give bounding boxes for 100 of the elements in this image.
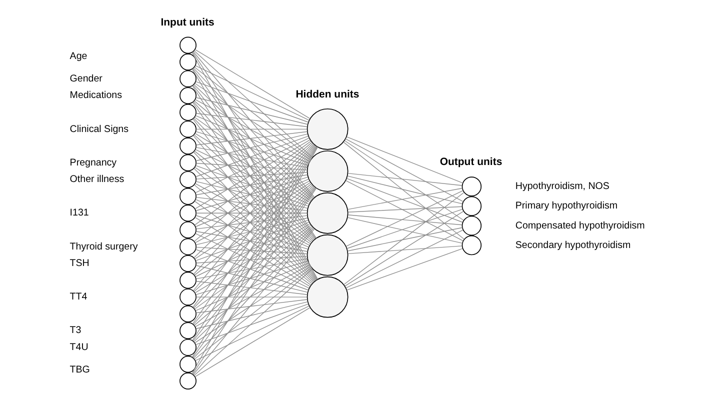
connector	[346, 248, 462, 291]
label: Clinical Signs	[69, 124, 128, 135]
connector	[194, 81, 308, 123]
node-circle	[461, 196, 482, 216]
node-circle	[179, 338, 196, 356]
connector	[194, 233, 310, 289]
connector	[193, 226, 312, 326]
connector	[194, 199, 309, 248]
node-circle	[179, 356, 196, 373]
connector	[344, 140, 464, 221]
node-label: Compensated hypothyroidism	[514, 220, 644, 232]
connector	[194, 267, 312, 360]
connector	[195, 172, 308, 180]
node-circle	[179, 54, 196, 70]
label: TSH	[69, 258, 89, 270]
node-circle	[461, 235, 482, 256]
connector	[194, 264, 310, 328]
connector	[347, 172, 462, 186]
connector	[346, 188, 462, 210]
connector	[346, 178, 462, 223]
connector	[195, 231, 308, 252]
connector	[194, 149, 310, 205]
node-circle	[179, 120, 196, 138]
node-label: Hypothyroidism, NOS	[514, 181, 609, 192]
label: I131	[69, 208, 88, 219]
connector	[346, 208, 462, 249]
connector	[344, 210, 464, 286]
node-circle	[179, 372, 196, 390]
connector	[195, 215, 308, 230]
connector	[195, 147, 308, 168]
connector	[195, 131, 308, 146]
label: Medications	[69, 90, 122, 102]
node-circle	[179, 204, 196, 222]
label: Other illness	[69, 174, 124, 186]
connector	[195, 97, 308, 125]
label: Hidden units	[295, 89, 359, 100]
connector	[344, 138, 464, 202]
connector	[195, 212, 307, 214]
connector	[194, 166, 310, 244]
connector	[344, 230, 463, 288]
connector	[194, 116, 311, 202]
node-circle	[179, 87, 196, 104]
node-circle	[179, 221, 196, 238]
connector	[345, 190, 463, 247]
connector	[194, 262, 309, 312]
node-circle	[179, 154, 196, 172]
connector	[194, 178, 309, 228]
connector	[195, 113, 308, 128]
connector	[195, 280, 308, 295]
connector	[195, 258, 308, 280]
connector	[193, 50, 312, 158]
connector	[194, 115, 309, 164]
node-circle	[179, 36, 196, 54]
connector	[193, 100, 312, 200]
connector	[194, 306, 310, 362]
connector	[195, 301, 308, 330]
label: T3	[69, 325, 81, 336]
connector	[194, 216, 310, 287]
connector	[194, 139, 310, 210]
node-circle	[179, 322, 196, 340]
connector	[342, 142, 464, 240]
node-circle	[179, 70, 196, 88]
connector	[347, 246, 462, 254]
connector	[194, 82, 310, 160]
label: Age	[69, 51, 87, 62]
node-circle	[179, 272, 196, 289]
node-circle	[306, 108, 348, 150]
connector	[194, 66, 312, 159]
node-circle	[306, 234, 348, 276]
connector	[346, 217, 462, 244]
connector	[194, 49, 310, 119]
connector	[195, 256, 308, 264]
connector	[194, 138, 310, 194]
node-circle	[179, 104, 196, 121]
connector	[195, 162, 308, 170]
connector	[195, 246, 308, 254]
connector	[195, 296, 307, 298]
connector	[195, 196, 308, 212]
node-circle	[179, 238, 196, 256]
connector	[194, 99, 310, 162]
connector	[194, 200, 311, 286]
connector	[194, 224, 311, 310]
label: TT4	[69, 292, 87, 303]
connector	[194, 307, 310, 378]
connector	[346, 136, 463, 184]
connector	[194, 222, 310, 278]
connector	[194, 65, 310, 121]
label: Gender	[69, 73, 102, 84]
node-circle	[179, 255, 196, 272]
connector	[347, 206, 462, 212]
node-label: Secondary hypothyroidism	[514, 240, 630, 251]
connector	[342, 192, 464, 285]
label: Pregnancy	[69, 157, 116, 168]
connector	[194, 249, 308, 290]
connector	[194, 304, 308, 345]
node-circle	[461, 216, 482, 236]
connector	[194, 220, 308, 262]
node-circle	[179, 305, 196, 322]
node-circle	[179, 288, 196, 306]
connector	[346, 176, 462, 204]
